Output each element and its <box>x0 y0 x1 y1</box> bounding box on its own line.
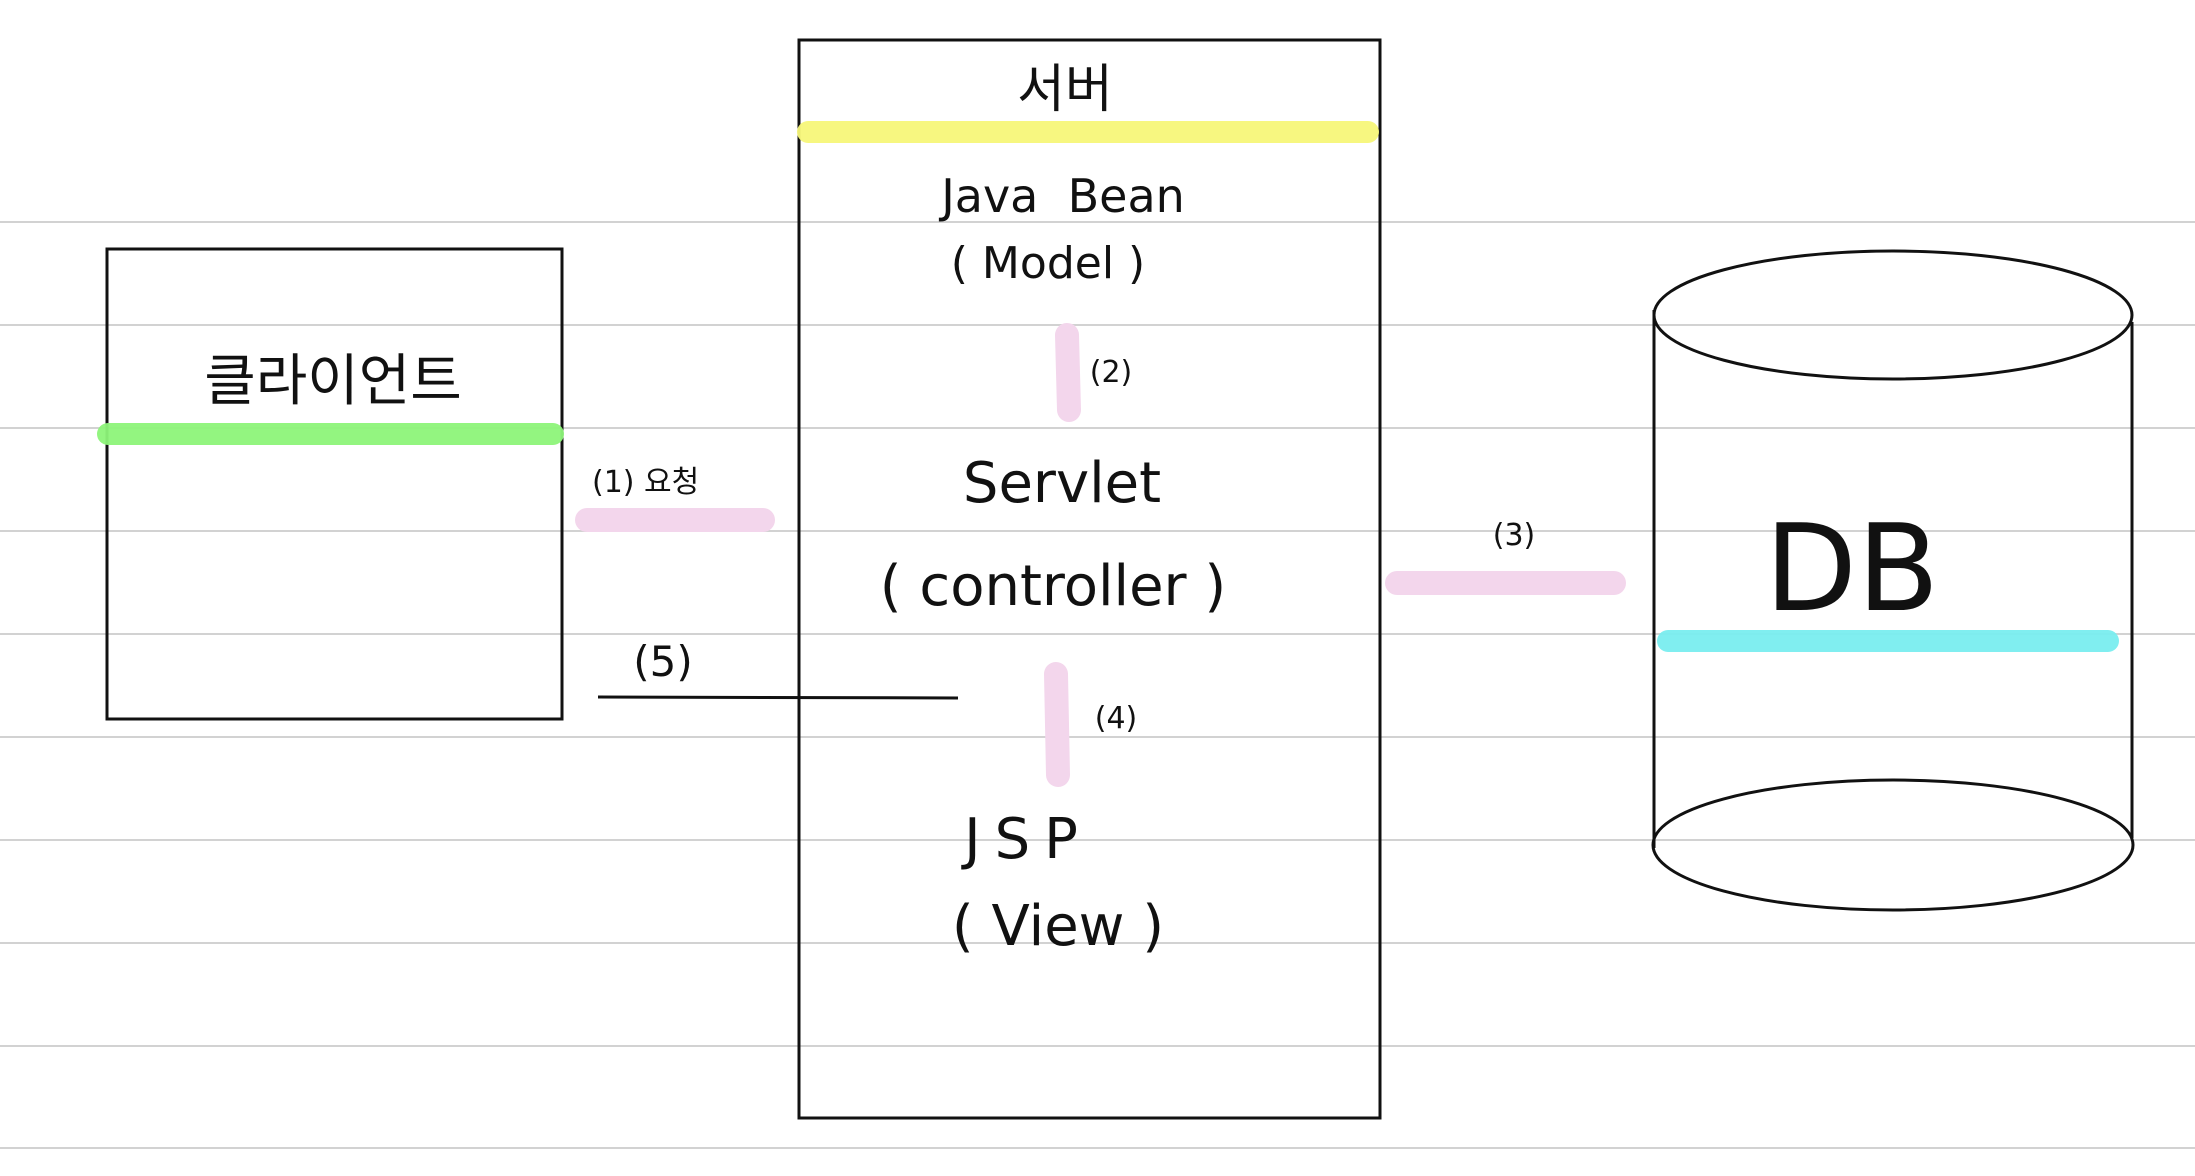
arrow-1-label: (1) 요청 <box>592 465 699 500</box>
server-box: 서버 <box>797 38 1382 1120</box>
view-name: JSP <box>961 807 1092 872</box>
arrow-2-label: (2) <box>1090 355 1133 390</box>
arrow-2: (2) <box>1055 323 1133 422</box>
controller-role: ( controller ) <box>880 554 1226 619</box>
arrow-1: (1) 요청 <box>575 465 775 532</box>
view-component: JSP ( View ) <box>952 807 1164 959</box>
server-title: 서버 <box>1017 60 1113 120</box>
arrow-4: (4) <box>1044 662 1138 787</box>
controller-component: Servlet ( controller ) <box>880 451 1226 619</box>
arrow-5-label: (5) <box>633 637 693 686</box>
database-title: DB <box>1765 500 1940 639</box>
arrow-3-label: (3) <box>1493 518 1536 553</box>
database-cylinder: DB <box>1651 249 2135 912</box>
model-name: Java Bean <box>938 169 1185 223</box>
model-component: Java Bean ( Model ) <box>938 169 1185 289</box>
view-role: ( View ) <box>952 894 1164 959</box>
arrow-5: (5) <box>597 637 959 700</box>
model-role: ( Model ) <box>951 238 1145 289</box>
arrow-4-label: (4) <box>1095 701 1138 736</box>
controller-name: Servlet <box>963 451 1161 516</box>
client-title: 클라이언트 <box>204 349 462 414</box>
client-box: 클라이언트 <box>97 247 564 721</box>
arrow-3: (3) <box>1385 518 1626 595</box>
